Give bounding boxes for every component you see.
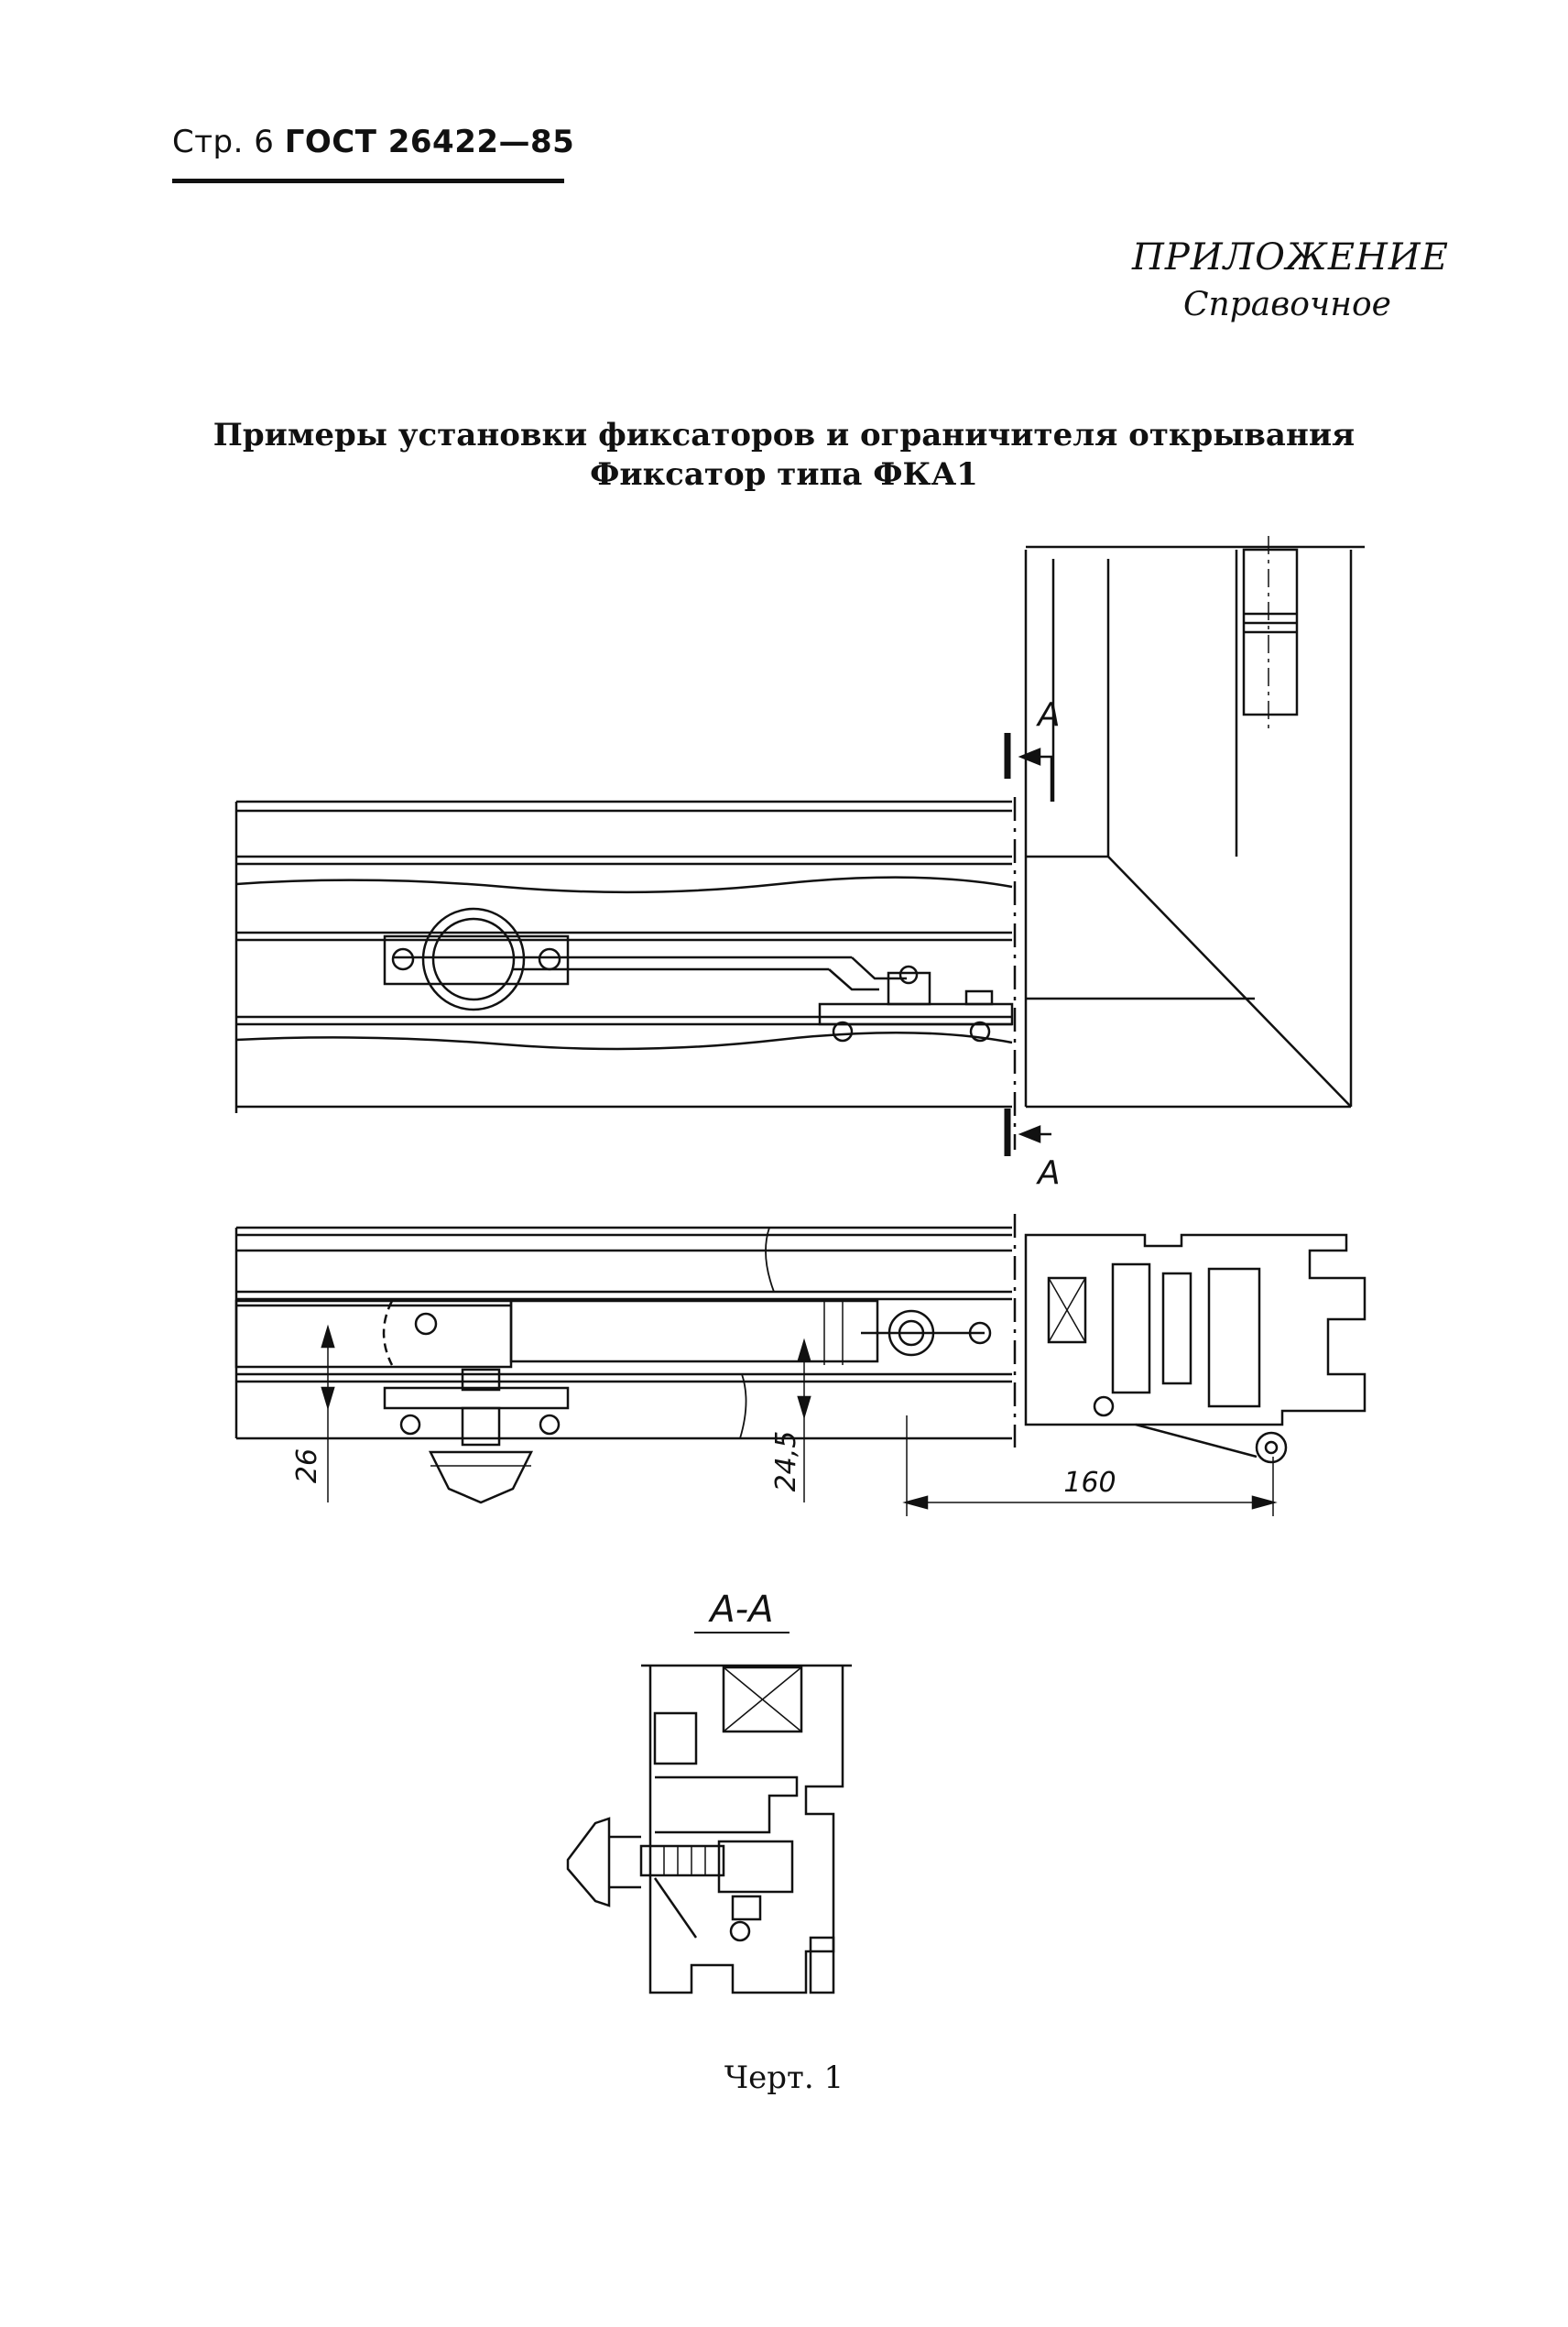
figure-caption: Черт. 1 <box>724 2059 844 2096</box>
document-subtitle: Фиксатор типа ФКА1 <box>590 456 978 493</box>
dimension-24-5: 24,5 <box>770 1431 802 1492</box>
page-label: Стр. 6 <box>172 124 275 160</box>
section-mark-bottom: А <box>1036 1154 1061 1192</box>
header-rule <box>172 179 564 183</box>
section-a-a <box>566 1664 852 1994</box>
annex-title: ПРИЛОЖЕНИЕ <box>1132 236 1449 279</box>
dimension-26: 26 <box>291 1448 323 1483</box>
annex-subtitle: Справочное <box>1183 286 1391 323</box>
standard-number: ГОСТ 26422—85 <box>284 124 575 160</box>
top-view <box>234 536 1365 1156</box>
page-header: Стр. 6 ГОСТ 26422—85 <box>172 124 574 160</box>
section-title: А-А <box>707 1589 773 1631</box>
section-mark-top: А <box>1036 696 1061 734</box>
side-view <box>234 1214 1367 1516</box>
document-title: Примеры установки фиксаторов и ограничит… <box>212 417 1356 453</box>
dimension-160: 160 <box>1063 1467 1116 1499</box>
